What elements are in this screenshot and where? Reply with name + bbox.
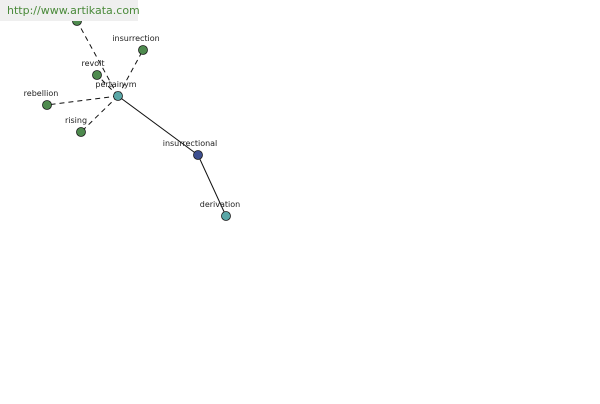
edge-pertainym-rebellion xyxy=(46,95,119,106)
node-revolt[interactable] xyxy=(92,70,102,80)
node-label-derivation[interactable]: derivation xyxy=(200,200,240,209)
node-label-insurrectional[interactable]: insurrectional xyxy=(163,139,218,148)
node-derivation[interactable] xyxy=(221,211,231,221)
url-banner: http://www.artikata.com xyxy=(0,0,140,21)
node-insurrectional[interactable] xyxy=(193,150,203,160)
edges-layer xyxy=(46,20,227,217)
edge-pertainym-revolt xyxy=(96,74,119,97)
edge-pertainym-insurrection xyxy=(117,49,144,97)
node-label-insurrection[interactable]: insurrection xyxy=(112,34,159,43)
nodes-layer: insurrection revolt pertainym rebellion risi… xyxy=(24,16,240,221)
node-rebellion[interactable] xyxy=(42,100,52,110)
node-label-rebellion[interactable]: rebellion xyxy=(24,89,59,98)
node-label-revolt[interactable]: revolt xyxy=(81,59,104,68)
node-label-pertainym[interactable]: pertainym xyxy=(95,80,136,89)
node-pertainym[interactable] xyxy=(113,91,123,101)
edge-insurrectional-derivation xyxy=(197,154,227,217)
node-insurrection[interactable] xyxy=(138,45,148,55)
edge-pertainym-insurrectional xyxy=(117,95,199,156)
edge-pertainym-rising xyxy=(80,95,119,133)
node-label-rising[interactable]: rising xyxy=(65,116,87,125)
node-rising[interactable] xyxy=(76,127,86,137)
site-url-link[interactable]: http://www.artikata.com xyxy=(7,4,140,17)
